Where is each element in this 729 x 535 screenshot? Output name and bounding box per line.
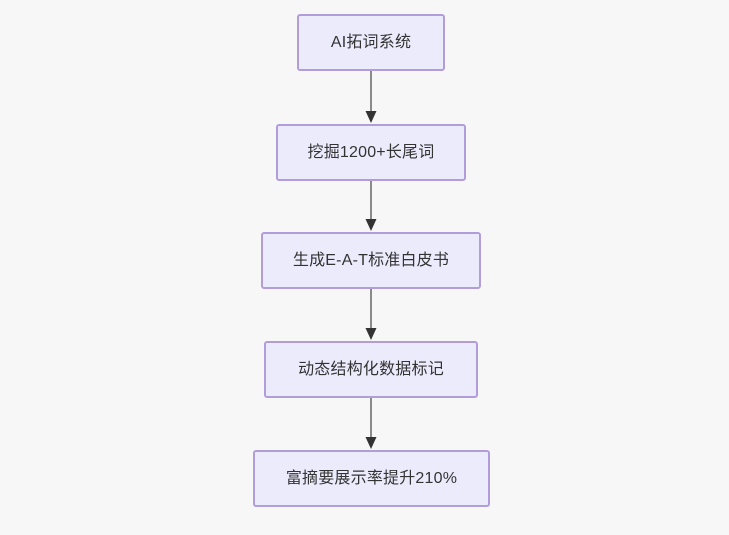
flow-node-label: AI拓词系统 — [330, 33, 412, 51]
flow-node-generate-eat-whitepaper[interactable]: 生成E-A-T标准白皮书 — [261, 232, 481, 289]
flow-node-label: 动态结构化数据标记 — [298, 360, 444, 378]
edge-n2-n3 — [365, 289, 377, 340]
edge-n3-n4 — [365, 398, 377, 449]
flow-node-mine-longtail-keywords[interactable]: 挖掘1200+长尾词 — [276, 124, 466, 181]
flow-node-label: 挖掘1200+长尾词 — [307, 143, 435, 161]
flow-node-label: 生成E-A-T标准白皮书 — [292, 251, 450, 269]
flow-node-dynamic-structured-data-markup[interactable]: 动态结构化数据标记 — [264, 341, 478, 398]
edge-n0-n1 — [365, 71, 377, 123]
flow-node-ai-keyword-system[interactable]: AI拓词系统 — [297, 14, 445, 71]
flow-node-rich-snippet-uplift[interactable]: 富摘要展示率提升210% — [253, 450, 490, 507]
edge-n1-n2 — [365, 181, 377, 231]
flow-node-label: 富摘要展示率提升210% — [285, 469, 458, 487]
